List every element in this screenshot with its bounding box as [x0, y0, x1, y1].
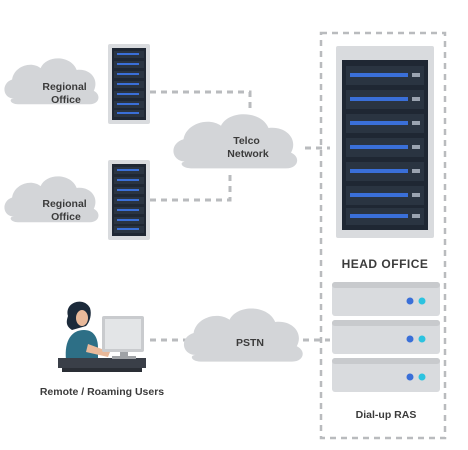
- regional-office-2-label: Regional Office: [42, 198, 89, 223]
- regional-office-1-label: Regional Office: [42, 81, 89, 106]
- cloud-icon: [183, 308, 303, 362]
- remote-users-label: Remote / Roaming Users: [40, 386, 164, 398]
- link-regional1-telco: [150, 90, 252, 108]
- pstn-label: PSTN: [236, 337, 264, 349]
- ras-server-icon: [332, 282, 440, 392]
- server-rack-icon: [108, 160, 150, 240]
- server-rack-icon: [336, 46, 434, 238]
- telco-network-label: Telco Network: [227, 135, 269, 160]
- dial-up-ras-label: Dial-up RAS: [356, 409, 417, 421]
- head-office-label: HEAD OFFICE: [342, 257, 429, 271]
- user-workstation-icon: [58, 301, 146, 372]
- link-regional2-telco: [150, 170, 232, 202]
- server-rack-icon: [108, 44, 150, 124]
